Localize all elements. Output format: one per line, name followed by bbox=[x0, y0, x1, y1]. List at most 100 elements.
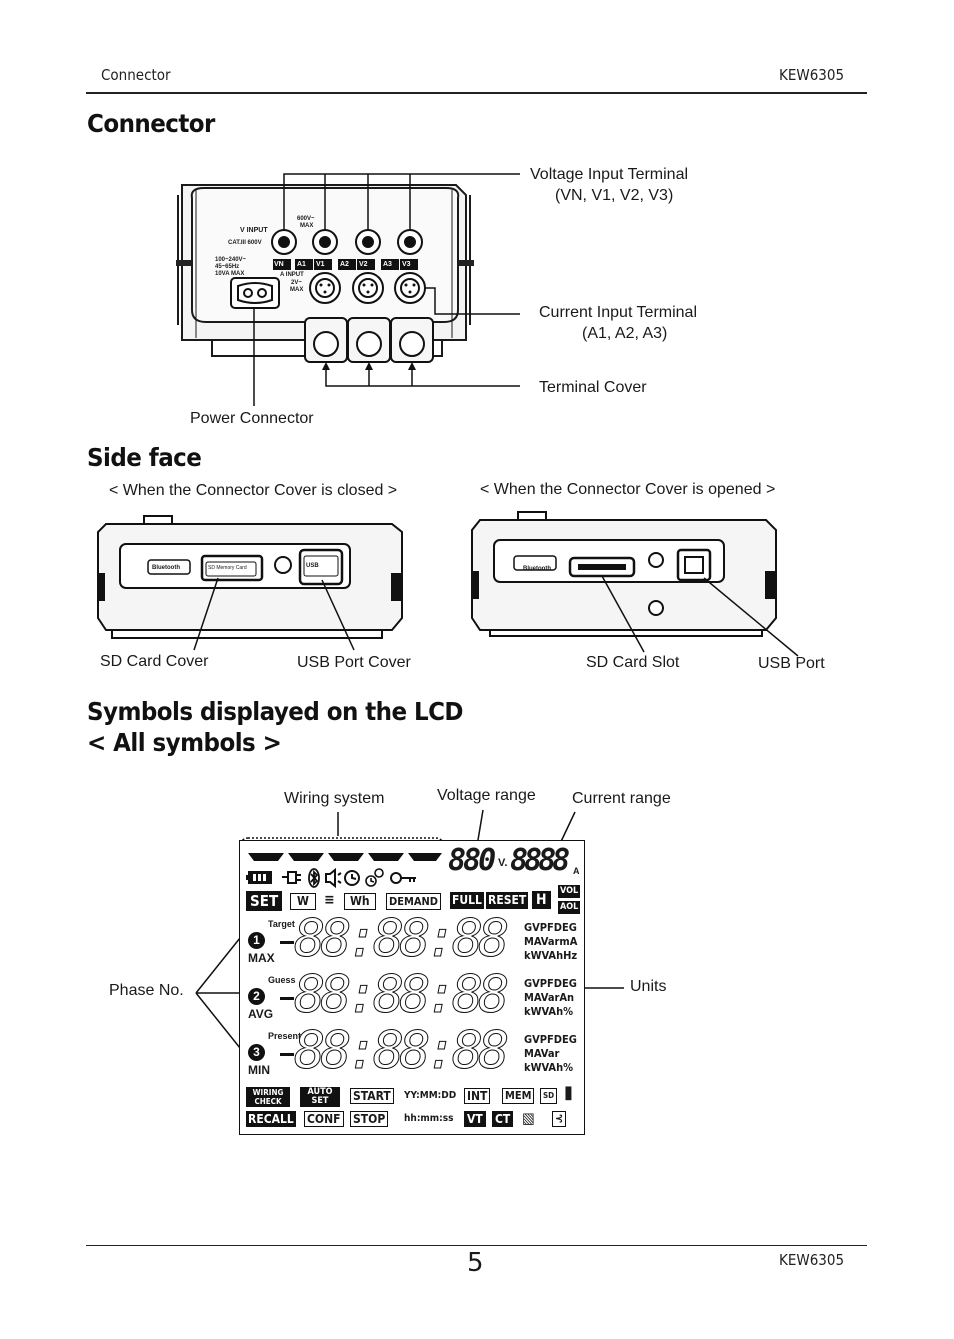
row-2-dash bbox=[280, 997, 294, 1000]
conf-symbol: CONF bbox=[304, 1111, 344, 1127]
row-1-mode: MAX bbox=[248, 951, 275, 965]
connector-diagram bbox=[176, 173, 520, 406]
wiring-system-segments bbox=[248, 853, 442, 861]
lcd-bottom-row-1: WIRING CHECK AUTO SET START YY:MM:DD INT… bbox=[246, 1083, 582, 1107]
row-3-tag: Present bbox=[268, 1031, 302, 1041]
mem-symbol: MEM bbox=[502, 1088, 535, 1104]
side-closed-diagram bbox=[97, 515, 403, 651]
closed-sd-label: SD Memory Card bbox=[208, 565, 247, 571]
row-2-mode: AVG bbox=[248, 1007, 274, 1021]
header-rule bbox=[86, 92, 867, 94]
list-icon: ≡ bbox=[324, 892, 335, 908]
side-closed-caption: < When the Connector Cover is closed > bbox=[109, 482, 398, 499]
footer-rule bbox=[86, 1245, 867, 1246]
charge-icon: ▧ bbox=[522, 1109, 535, 1127]
battery-icon bbox=[246, 871, 272, 884]
vol-symbol: VOL bbox=[558, 885, 581, 898]
closed-bluetooth-label: Bluetooth bbox=[152, 565, 180, 571]
ct-symbol: CT bbox=[492, 1111, 514, 1127]
current-terminals bbox=[309, 272, 426, 304]
units-2-line-1: GVPFDEG bbox=[524, 977, 577, 990]
phase-2-badge: 2 bbox=[248, 988, 265, 1005]
units-block-3: GVPFDEG MAVar kWVAh% bbox=[524, 1033, 577, 1075]
row-1-tag: Target bbox=[268, 919, 295, 929]
row-3-digits: 88:88:88 bbox=[293, 1021, 509, 1081]
power-plug-icon bbox=[282, 871, 301, 884]
label-power-connector: Power Connector bbox=[190, 410, 314, 427]
units-3-line-2: MAVar bbox=[524, 1047, 560, 1060]
aol-symbol: AOL bbox=[558, 901, 581, 914]
recall-symbol: RECALL bbox=[246, 1111, 296, 1127]
label-voltage-terminal-2: (VN, V1, V2, V3) bbox=[555, 187, 674, 204]
footer-model: KEW6305 bbox=[779, 1251, 845, 1269]
units-1-line-1: GVPFDEG bbox=[524, 921, 577, 934]
row-1-digits: 88:88:88 bbox=[293, 909, 509, 969]
reset-symbol: RESET bbox=[486, 892, 529, 909]
connector-callouts bbox=[253, 173, 520, 406]
row-3-mode: MIN bbox=[248, 1063, 270, 1077]
units-block-1: GVPFDEG MAVarmA kWVAhHz bbox=[524, 921, 577, 963]
current-range-unit: A bbox=[573, 866, 580, 876]
label-current-terminal-2: (A1, A2, A3) bbox=[582, 325, 668, 342]
label-voltage-range: Voltage range bbox=[437, 787, 536, 804]
sensor-icon: ▮ bbox=[564, 1082, 573, 1103]
h-symbol: H bbox=[532, 891, 551, 909]
terminal-label-boxes bbox=[273, 259, 418, 270]
date-format: YY:MM:DD bbox=[404, 1090, 457, 1101]
header-model: KEW6305 bbox=[779, 66, 845, 84]
units-2-line-2: MAVarAn bbox=[524, 991, 575, 1004]
units-1-line-3: kWVAhHz bbox=[524, 949, 578, 962]
label-phase-no: Phase No. bbox=[109, 982, 184, 999]
units-block-2: GVPFDEG MAVarAn kWVAh% bbox=[524, 977, 577, 1019]
current-range-digits: 8888 bbox=[510, 843, 570, 878]
usb-icon: ⊰ bbox=[552, 1111, 567, 1127]
time-format: hh:mm:ss bbox=[404, 1113, 454, 1124]
timer-icon bbox=[365, 868, 384, 887]
label-current-range: Current range bbox=[572, 790, 671, 807]
lcd-set-row: SET W ≡ Wh DEMAND FULL RESET H VOL AOL bbox=[246, 885, 582, 914]
clock-icon bbox=[344, 870, 360, 886]
sd-symbol: SD bbox=[540, 1088, 558, 1104]
closed-callouts bbox=[193, 577, 355, 651]
voltage-range-unit: V. bbox=[498, 857, 508, 869]
buzzer-icon bbox=[325, 867, 342, 889]
lcd-title: Symbols displayed on the LCD bbox=[87, 697, 464, 726]
label-terminal-cover: Terminal Cover bbox=[539, 379, 647, 396]
label-sd-card-cover: SD Card Cover bbox=[100, 653, 209, 670]
row-2-tag: Guess bbox=[268, 975, 296, 985]
opened-bluetooth-label: Bluetooth bbox=[523, 566, 551, 572]
voltage-range-digits: 880 bbox=[448, 843, 496, 878]
label-current-terminal-1: Current Input Terminal bbox=[539, 304, 697, 321]
lcd-panel: 880 V. 8888 A SET W ≡ Wh DEMAND FULL RES… bbox=[239, 840, 585, 1135]
w-symbol: W bbox=[290, 893, 316, 910]
callout-arrowheads bbox=[322, 362, 416, 370]
page-number: 5 bbox=[467, 1248, 484, 1278]
units-3-line-3: kWVAh% bbox=[524, 1061, 574, 1074]
label-voltage-terminal-1: Voltage Input Terminal bbox=[530, 166, 689, 183]
row-2-digits: 88:88:88 bbox=[293, 965, 509, 1025]
row-1-dash bbox=[280, 941, 294, 944]
row-3-dash bbox=[280, 1053, 294, 1056]
phase-1-badge: 1 bbox=[248, 932, 265, 949]
measurement-row-3: Present 3 MIN 88:88:88 bbox=[246, 1025, 582, 1083]
opened-callouts bbox=[601, 575, 799, 657]
power-connector bbox=[230, 277, 280, 309]
measurement-row-1: Target 1 MAX 88:88:88 bbox=[246, 913, 582, 971]
units-2-line-3: kWVAh% bbox=[524, 1005, 574, 1018]
auto-set-symbol: AUTO SET bbox=[300, 1087, 340, 1107]
label-units: Units bbox=[630, 978, 667, 995]
vt-symbol: VT bbox=[464, 1111, 486, 1127]
units-1-line-2: MAVarmA bbox=[524, 935, 578, 948]
lcd-icon-row bbox=[246, 867, 416, 889]
side-opened-diagram bbox=[471, 511, 799, 657]
wiring-check-symbol: WIRING CHECK bbox=[246, 1087, 290, 1107]
phase-3-badge: 3 bbox=[248, 1044, 265, 1061]
label-usb-port-cover: USB Port Cover bbox=[297, 654, 411, 671]
units-3-line-1: GVPFDEG bbox=[524, 1033, 577, 1046]
side-opened-caption: < When the Connector Cover is opened > bbox=[480, 481, 776, 498]
key-lock-icon bbox=[390, 872, 416, 884]
lcd-subtitle: < All symbols > bbox=[87, 728, 282, 757]
label-wiring-system: Wiring system bbox=[284, 790, 385, 807]
start-symbol: START bbox=[350, 1088, 394, 1104]
stop-symbol: STOP bbox=[350, 1111, 389, 1127]
